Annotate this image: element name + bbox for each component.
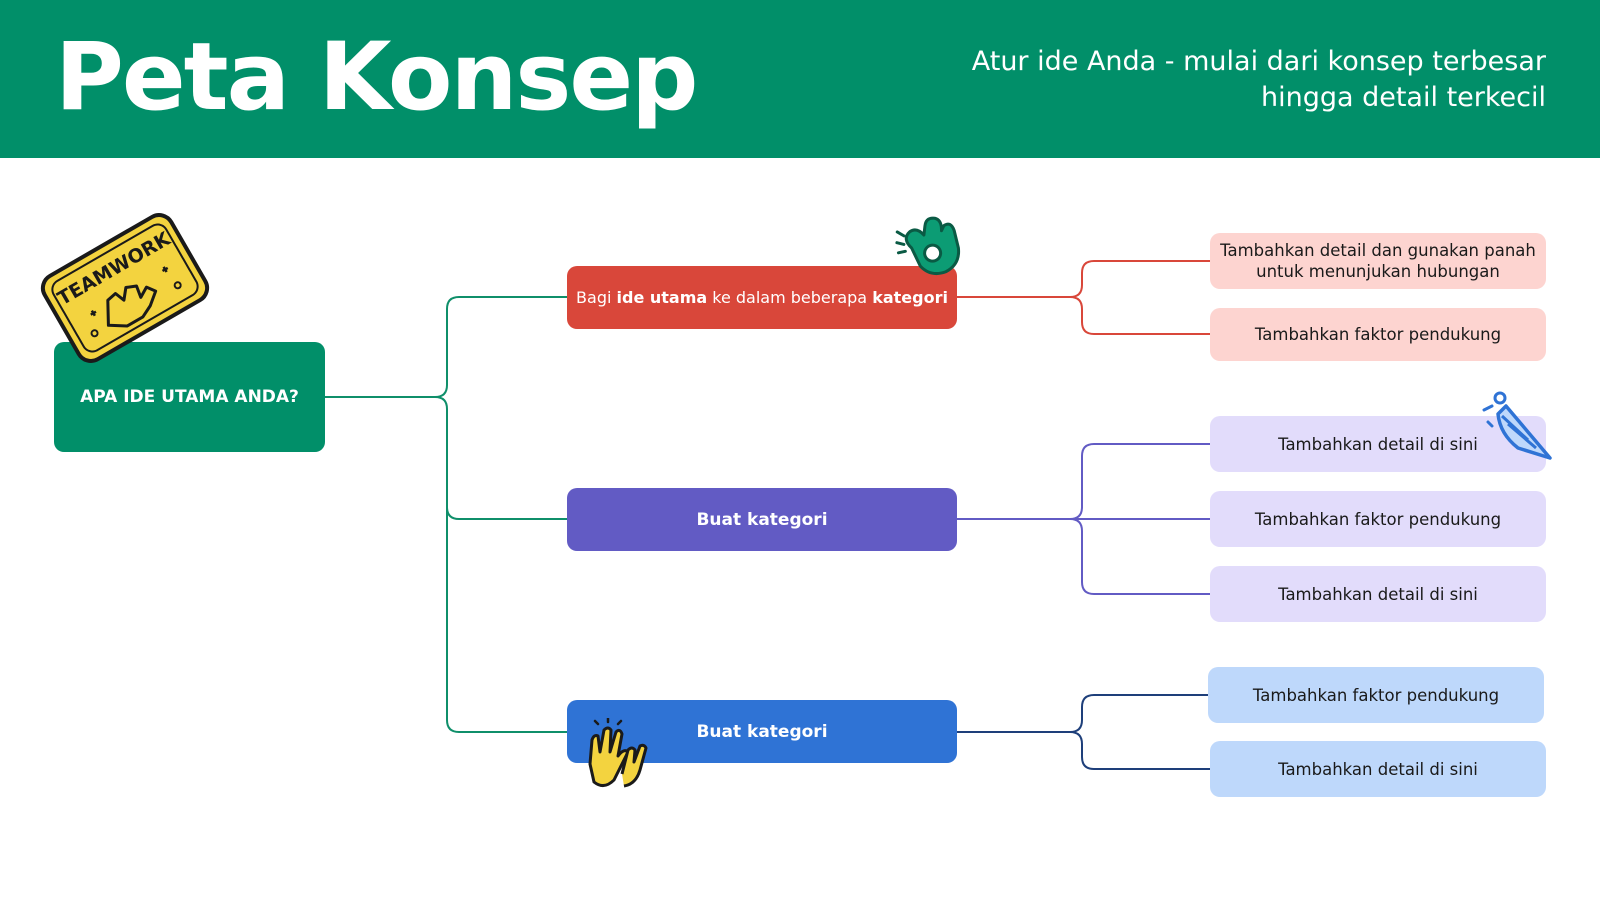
connector-cat2-details-c (1069, 518, 1210, 595)
detail-box-1-1[interactable]: Tambahkan detail dan gunakan panah untuk… (1210, 233, 1546, 289)
detail-box-3-2[interactable]: Tambahkan detail di sini (1210, 741, 1546, 797)
high-five-icon (588, 718, 648, 788)
connector-cat3-details (957, 694, 1208, 733)
connector-root-trunk (325, 296, 567, 398)
detail-label: Tambahkan detail di sini (1278, 434, 1478, 454)
category-1-label: Bagi ide utama ke dalam beberapa kategor… (576, 288, 948, 307)
root-idea-label: APA IDE UTAMA ANDA? (80, 387, 299, 407)
detail-box-2-3[interactable]: Tambahkan detail di sini (1210, 566, 1546, 622)
teamwork-sticker-icon: TEAMWORK (40, 213, 210, 363)
category-1-text-part: Bagi (576, 288, 617, 307)
detail-label: Tambahkan faktor pendukung (1254, 509, 1502, 529)
page-title: Peta Konsep (55, 23, 698, 132)
category-1-text-part: ke dalam beberapa (707, 288, 873, 307)
category-2-label: Buat kategori (696, 509, 828, 530)
connector-cat2-details (957, 443, 1210, 520)
category-1-text-part-bold: kategori (872, 288, 948, 307)
connector-cat1-details-b (1069, 296, 1210, 335)
connector-root-to-cat3 (446, 500, 567, 733)
header-banner: Peta Konsep Atur ide Anda - mulai dari k… (0, 0, 1600, 158)
detail-label: Tambahkan faktor pendukung (1252, 685, 1500, 705)
detail-box-1-2[interactable]: Tambahkan faktor pendukung (1210, 308, 1546, 361)
category-box-1[interactable]: Bagi ide utama ke dalam beberapa kategor… (567, 266, 957, 329)
subtitle-line-2: hingga detail terkecil (1260, 82, 1546, 113)
category-3-label: Buat kategori (696, 721, 828, 742)
detail-label: Tambahkan faktor pendukung (1254, 325, 1502, 344)
detail-box-3-1[interactable]: Tambahkan faktor pendukung (1208, 667, 1544, 723)
page-subtitle: Atur ide Anda - mulai dari konsep terbes… (906, 44, 1546, 116)
party-popper-icon (1482, 391, 1552, 460)
root-idea-box[interactable]: APA IDE UTAMA ANDA? (54, 342, 325, 452)
detail-label: Tambahkan detail di sini (1278, 584, 1478, 604)
category-box-2[interactable]: Buat kategori (567, 488, 957, 551)
category-1-text-part-bold: ide utama (616, 288, 708, 307)
detail-label: Tambahkan detail di sini (1278, 759, 1478, 779)
detail-box-2-2[interactable]: Tambahkan faktor pendukung (1210, 491, 1546, 547)
subtitle-line-1: Atur ide Anda - mulai dari konsep terbes… (971, 46, 1546, 77)
detail-label: Tambahkan detail dan gunakan panah untuk… (1220, 241, 1536, 281)
connector-cat1-details (957, 260, 1210, 298)
connector-cat3-details-b (1069, 731, 1210, 770)
ok-hand-icon (895, 216, 961, 276)
connector-root-to-cat2 (434, 396, 567, 520)
